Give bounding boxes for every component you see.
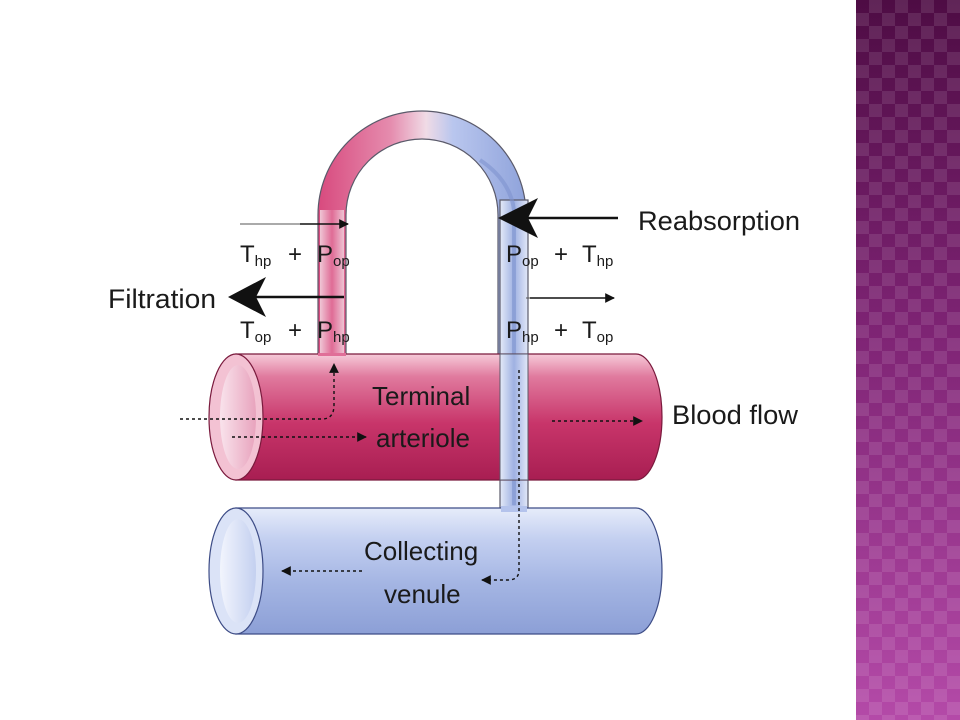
pressure-arrows — [300, 219, 615, 303]
svg-text:+: + — [288, 317, 302, 344]
svg-text:+: + — [554, 317, 568, 344]
svg-text:+: + — [554, 241, 568, 268]
svg-text:Top: Top — [582, 317, 613, 346]
svg-text:Php: Php — [506, 317, 539, 346]
capillary-exchange-diagram: Reabsorption Filtration Thp + Pop Top + … — [108, 110, 800, 635]
svg-text:Top: Top — [240, 317, 271, 346]
reabsorption-arrow — [498, 198, 618, 238]
force-right-top: Pop + Thp — [506, 241, 613, 270]
svg-text:Pop: Pop — [506, 241, 539, 270]
arteriole-label: arteriole — [376, 423, 470, 453]
venule-label: venule — [384, 579, 461, 609]
reabsorption-label: Reabsorption — [638, 206, 800, 236]
force-left-top: Thp + Pop — [240, 241, 350, 270]
filtration-label: Filtration — [108, 284, 216, 314]
svg-text:Thp: Thp — [240, 241, 271, 270]
force-right-bottom: Php + Top — [506, 317, 613, 346]
svg-text:Thp: Thp — [582, 241, 613, 270]
filtration-arrow — [228, 277, 344, 317]
svg-text:+: + — [288, 241, 302, 268]
terminal-label: Terminal — [372, 381, 470, 411]
svg-text:Php: Php — [317, 317, 350, 346]
svg-text:Pop: Pop — [317, 241, 350, 270]
decorative-side-band — [856, 0, 960, 720]
terminal-arteriole — [208, 353, 663, 481]
collecting-venule — [208, 506, 663, 635]
force-left-bottom: Top + Php — [240, 317, 350, 346]
collecting-label: Collecting — [364, 536, 478, 566]
blood-flow-label: Blood flow — [672, 400, 799, 430]
flow-paths — [180, 363, 643, 585]
